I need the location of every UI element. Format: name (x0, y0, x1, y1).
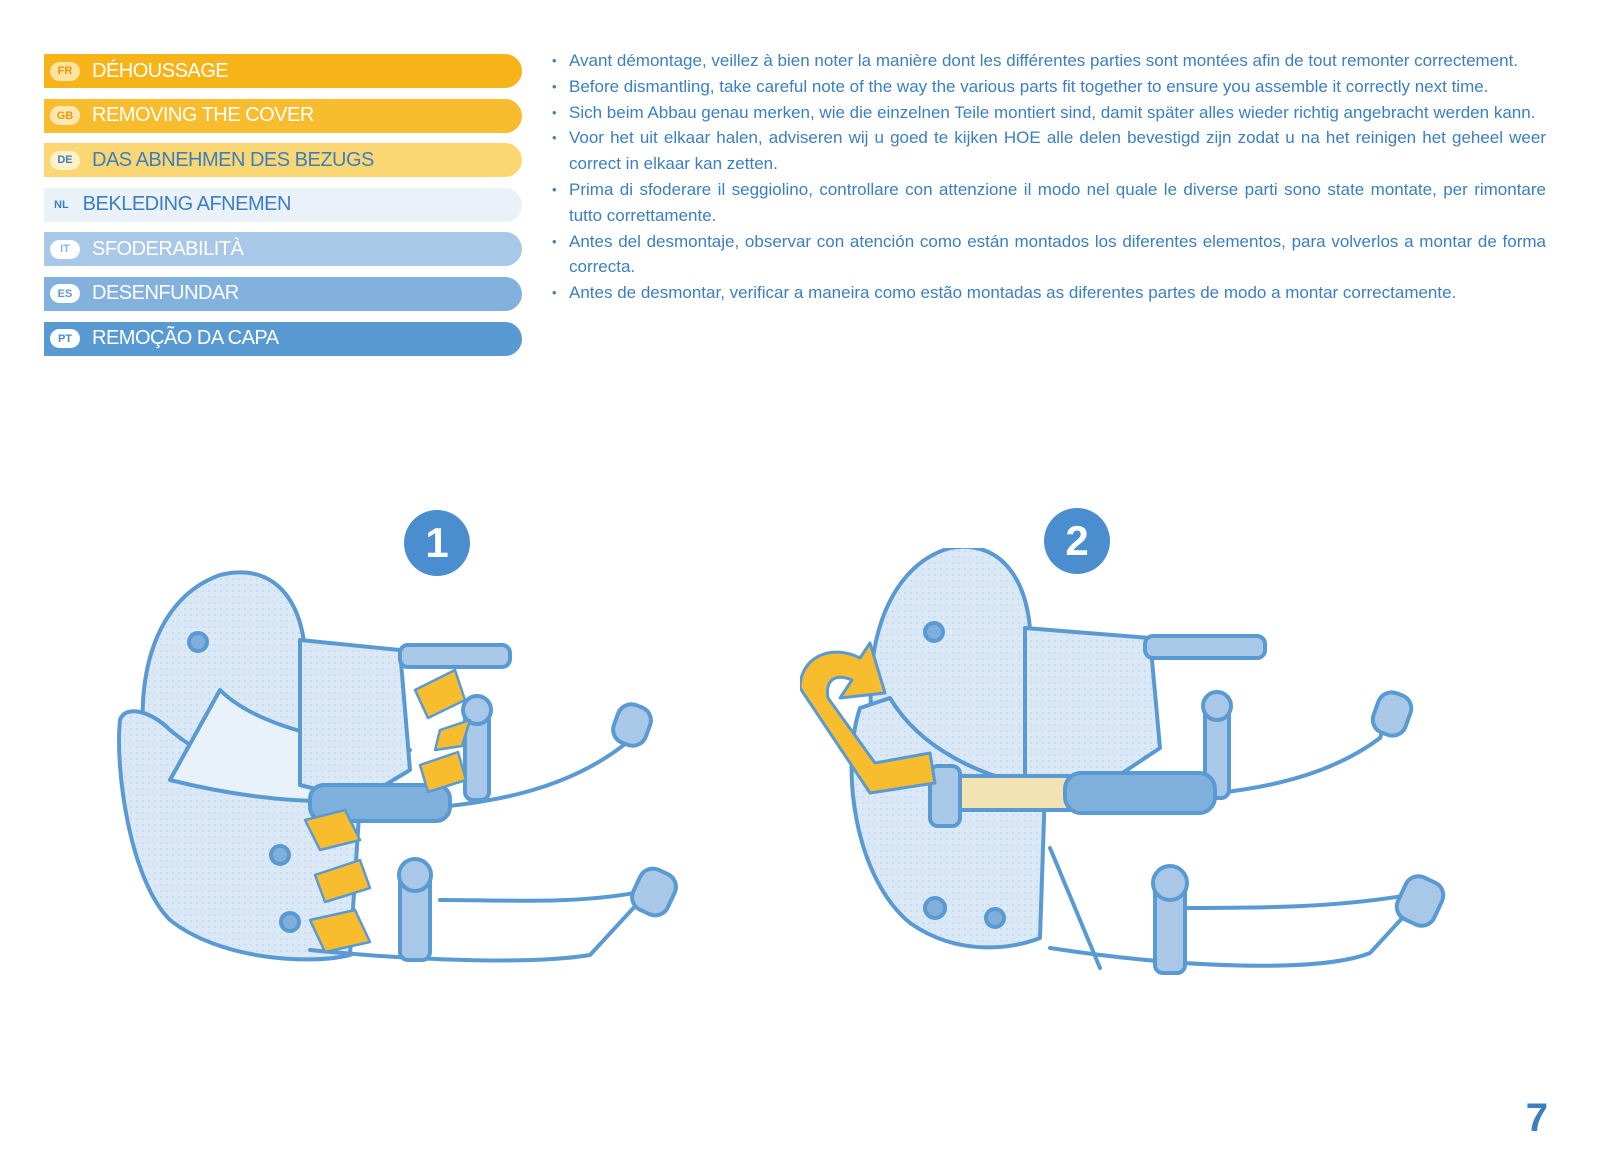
heading-nl: NL BEKLEDING AFNEMEN (44, 187, 522, 222)
language-badge-it: IT (50, 239, 80, 259)
heading-label-it: SFODERABILITÀ (92, 237, 244, 260)
heading-label-pt: REMOÇÃO DA CAPA (92, 327, 279, 350)
instruction-gb: Before dismantling, take careful note of… (552, 74, 1546, 100)
language-badge-gb: GB (50, 106, 80, 126)
heading-label-gb: REMOVING THE COVER (92, 104, 314, 127)
instruction-de: Sich beim Abbau genau merken, wie die ei… (552, 100, 1546, 126)
language-badge-pt: PT (50, 329, 80, 349)
heading-es: ES DESENFUNDAR (44, 276, 522, 311)
language-badge-fr: FR (50, 61, 80, 81)
heading-fr: FR DÉHOUSSAGE (44, 54, 522, 88)
illustration-step-2 (800, 548, 1446, 975)
instruction-list: Avant démontage, veillez à bien noter la… (552, 48, 1546, 306)
heading-pt: PT REMOÇÃO DA CAPA (44, 321, 522, 356)
language-badge-de: DE (50, 150, 80, 170)
step-number-2: 2 (1044, 508, 1110, 574)
heading-gb: GB REMOVING THE COVER (44, 98, 522, 133)
step-number-1: 1 (404, 510, 470, 576)
heading-label-nl: BEKLEDING AFNEMEN (82, 193, 292, 216)
instruction-fr: Avant démontage, veillez à bien noter la… (552, 48, 1546, 74)
instruction-pt: Antes de desmontar, verificar a maneira … (552, 280, 1546, 306)
illustration-step-1 (117, 570, 678, 963)
language-badge-nl: NL (54, 198, 69, 211)
instruction-it: Prima di sfoderare il seggiolino, contro… (552, 177, 1546, 229)
heading-it: IT SFODERABILITÀ (44, 232, 522, 267)
instruction-es: Antes del desmontaje, observar con atenc… (552, 229, 1546, 281)
heading-label-fr: DÉHOUSSAGE (92, 59, 229, 82)
heading-label-es: DESENFUNDAR (92, 282, 239, 305)
instruction-nl: Voor het uit elkaar halen, adviseren wij… (552, 125, 1546, 177)
heading-de: DE DAS ABNEHMEN DES BEZUGS (44, 143, 522, 178)
language-badge-es: ES (50, 284, 80, 304)
language-headings: FR DÉHOUSSAGE GB REMOVING THE COVER DE D… (44, 54, 522, 366)
page-number: 7 (1525, 1096, 1548, 1140)
heading-label-de: DAS ABNEHMEN DES BEZUGS (92, 148, 374, 171)
